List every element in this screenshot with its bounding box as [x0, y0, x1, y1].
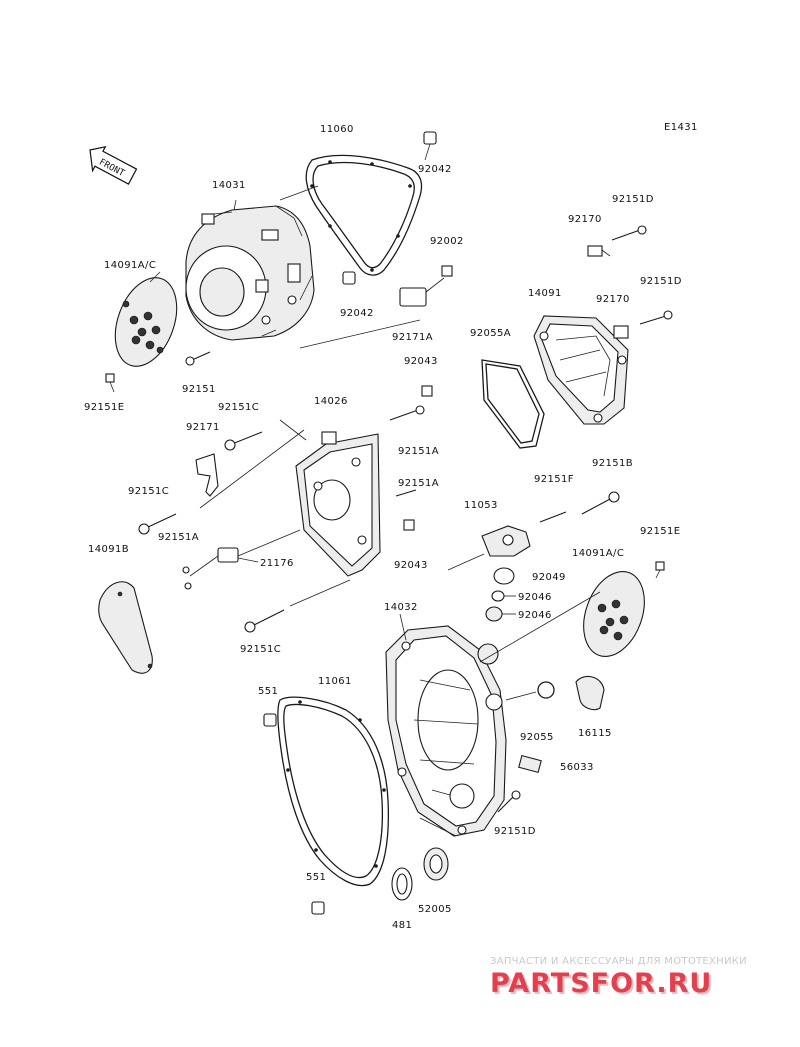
seal-92049: [493, 567, 515, 585]
bolt-92151-left: [185, 351, 211, 366]
washer-92046-a: [491, 590, 505, 602]
part-label-14091b: 14091B: [88, 544, 129, 555]
bolt-92151b: [581, 491, 620, 515]
gasket-11061: [277, 696, 390, 887]
part-label-92151a-upper: 92151A: [398, 446, 439, 457]
bolt-92170-mid: [613, 325, 629, 339]
bolt-92151c-mid: [224, 431, 263, 451]
bolt-92151e-bottom: [655, 561, 665, 579]
bolt-92151d-top: [611, 225, 647, 241]
part-label-551-top: 551: [258, 686, 278, 697]
bolt-92151c-left: [138, 513, 177, 535]
part-label-92151e-top: 92151E: [84, 402, 125, 413]
part-label-14091: 14091: [528, 288, 562, 299]
part-label-92042-top: 92042: [418, 164, 452, 175]
clutch-cover-14032: [385, 625, 507, 837]
part-label-21176: 21176: [260, 558, 294, 569]
bolt-92151e-top: [105, 373, 115, 393]
cover-plate-14091b: [98, 581, 153, 674]
diagram-ref-code: E1431: [664, 122, 698, 133]
cap-16115: [575, 675, 605, 711]
front-direction-arrow: FRONT: [89, 145, 138, 185]
part-label-92151e-bottom: 92151E: [640, 526, 681, 537]
bolt-92151f: [539, 511, 567, 523]
part-label-92151c-left: 92151C: [128, 486, 169, 497]
part-label-92046-a: 92046: [518, 592, 552, 603]
part-label-92151f: 92151F: [534, 474, 574, 485]
part-label-92046-b: 92046: [518, 610, 552, 621]
part-label-11060: 11060: [320, 124, 354, 135]
part-label-92170-top: 92170: [568, 214, 602, 225]
part-label-11061: 11061: [318, 676, 352, 687]
part-label-92151d-top: 92151D: [612, 194, 654, 205]
part-label-92151a-lower: 92151A: [158, 532, 199, 543]
part-label-56033: 56033: [560, 762, 594, 773]
circlip-481: [391, 867, 413, 901]
part-label-92042-mid: 92042: [340, 308, 374, 319]
bolt-92151a-upper: [389, 405, 425, 421]
bolt-92151c-lower: [244, 609, 285, 633]
part-label-92151d-mid: 92151D: [640, 276, 682, 287]
part-label-551-bottom: 551: [306, 872, 326, 883]
dowel-pin-92042-top: [423, 131, 437, 161]
clutch-cover-14091: [533, 315, 629, 425]
part-label-92049: 92049: [532, 572, 566, 583]
gasket-11060: [305, 154, 423, 276]
bearing-52005: [423, 847, 449, 881]
dowel-551-bottom: [311, 901, 325, 915]
o-ring-92055: [537, 681, 555, 699]
part-label-92043-top: 92043: [404, 356, 438, 367]
part-label-92171: 92171: [186, 422, 220, 433]
sensor-21176: [182, 547, 239, 590]
bolt-92043-lower: [403, 519, 415, 531]
part-label-92043-lower: 92043: [394, 560, 428, 571]
part-label-92151c-lower: 92151C: [240, 644, 281, 655]
generator-cover-14031: [185, 205, 315, 341]
part-label-14091ac-top: 14091A/C: [104, 260, 156, 271]
part-label-92170-mid: 92170: [596, 294, 630, 305]
part-label-92002: 92002: [430, 236, 464, 247]
bolt-92151d-bottom: [497, 790, 521, 813]
watermark-logo: PARTSFOR.RU: [490, 968, 712, 999]
washer-92046-b: [485, 606, 503, 622]
part-label-92055a: 92055A: [470, 328, 511, 339]
cover-plate-14091ac-bottom: [583, 571, 645, 657]
pickup-cover-14026: [295, 431, 381, 577]
bracket-11053: [481, 525, 531, 557]
part-label-11053: 11053: [464, 500, 498, 511]
label-56033: [518, 754, 542, 774]
bolt-92151d-mid: [639, 310, 673, 325]
part-label-92151: 92151: [182, 384, 216, 395]
part-label-92171a: 92171A: [392, 332, 433, 343]
part-label-92151c-mid: 92151C: [218, 402, 259, 413]
part-label-14031: 14031: [212, 180, 246, 191]
bolt-92170-top: [587, 245, 611, 257]
bolt-92151a-right: [395, 489, 417, 497]
dowel-92042-mid: [342, 271, 356, 285]
watermark-logo-shadow: PARTSFOR.RU: [492, 970, 714, 1001]
clamp-92171: [195, 453, 219, 497]
part-label-14091ac-bottom: 14091A/C: [572, 548, 624, 559]
part-label-481: 481: [392, 920, 412, 931]
dowel-551-top: [263, 713, 277, 727]
part-label-14026: 14026: [314, 396, 348, 407]
part-label-16115: 16115: [578, 728, 612, 739]
part-label-92055: 92055: [520, 732, 554, 743]
gasket-92055a: [481, 359, 545, 449]
part-label-14032: 14032: [384, 602, 418, 613]
watermark-tagline: ЗАПЧАСТИ И АКСЕССУАРЫ ДЛЯ МОТОТЕХНИКИ: [490, 956, 747, 967]
part-label-92151d-bottom: 92151D: [494, 826, 536, 837]
part-label-92151b: 92151B: [592, 458, 633, 469]
part-label-92151a-right: 92151A: [398, 478, 439, 489]
bolt-92043-top: [421, 385, 433, 397]
part-label-52005: 52005: [418, 904, 452, 915]
bolt-92002: [399, 265, 453, 307]
cover-plate-14091ac-top: [114, 277, 178, 367]
